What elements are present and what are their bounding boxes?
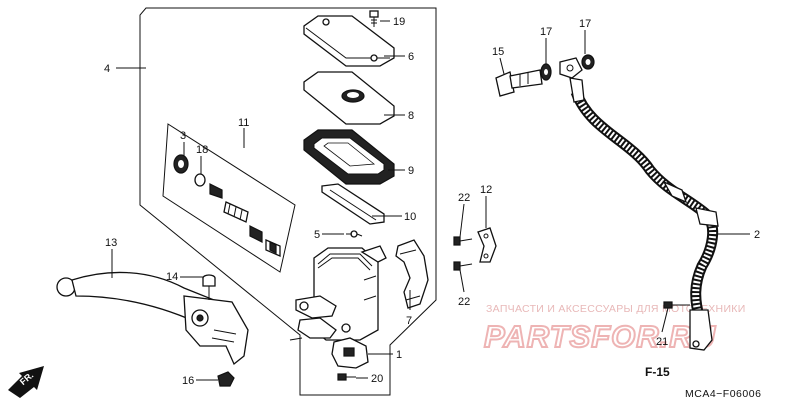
assembly-outline <box>139 7 437 396</box>
callout-5: 5 <box>314 229 320 241</box>
callout-15: 15 <box>492 46 504 58</box>
callout-numbers: 4 19 6 8 9 10 5 7 1 20 11 3 18 13 14 16 … <box>104 16 760 387</box>
switch-screw <box>337 373 356 381</box>
cap-screw <box>369 10 379 27</box>
sealing-washer-left <box>540 63 552 81</box>
callout-12: 12 <box>480 184 492 196</box>
brake-lever <box>56 271 249 366</box>
callout-22-upper: 22 <box>458 192 470 204</box>
float-plate <box>321 183 385 225</box>
callout-2: 2 <box>754 229 760 241</box>
sealing-washer-right <box>581 54 595 70</box>
callout-7: 7 <box>406 315 412 327</box>
clamp-holder <box>395 239 429 309</box>
watermark-logo-text: PARTSFOR.RU <box>484 319 717 354</box>
watermark-tagline: ЗАПЧАСТИ И АКСЕССУАРЫ ДЛЯ МОТОТЕХНИКИ <box>486 303 746 315</box>
small-screw <box>346 230 363 238</box>
section-reference: F-15 <box>645 365 670 379</box>
callout-17-right: 17 <box>579 18 591 30</box>
callout-19: 19 <box>393 16 405 28</box>
diaphragm <box>303 129 395 185</box>
brake-hose <box>559 57 719 351</box>
callout-9: 9 <box>408 165 414 177</box>
callout-6: 6 <box>408 51 414 63</box>
leader-lines <box>111 20 750 381</box>
banjo-bolt <box>495 69 543 97</box>
clamp-bolt-lower <box>453 261 473 271</box>
callout-18: 18 <box>196 144 208 156</box>
callout-20: 20 <box>371 373 383 385</box>
reservoir-cap <box>303 15 395 67</box>
piston-kit <box>173 154 281 257</box>
piston-kit-outline <box>162 123 296 273</box>
callout-22-lower: 22 <box>458 296 470 308</box>
brake-light-switch <box>331 337 380 369</box>
front-direction-arrow: FR. <box>8 366 44 398</box>
callout-21: 21 <box>656 336 668 348</box>
diaphragm-plate <box>303 71 395 125</box>
callout-11: 11 <box>238 117 249 129</box>
callout-16: 16 <box>182 375 194 387</box>
callout-10: 10 <box>404 211 416 223</box>
callout-1: 1 <box>396 349 402 361</box>
callout-3: 3 <box>180 130 186 142</box>
clamp-bolt-upper <box>453 236 473 246</box>
drawing-code: MCA4−F06006 <box>685 388 761 400</box>
pivot-bolt <box>202 274 216 300</box>
callout-17-left: 17 <box>540 26 552 38</box>
callout-14: 14 <box>166 271 178 283</box>
hose-clamp <box>477 227 497 263</box>
callout-4: 4 <box>104 63 110 75</box>
master-cylinder-body <box>295 245 387 341</box>
watermark: ЗАПЧАСТИ И АКСЕССУАРЫ ДЛЯ МОТОТЕХНИКИ PA… <box>483 303 746 355</box>
callout-13: 13 <box>105 237 117 249</box>
callout-8: 8 <box>408 110 414 122</box>
pivot-nut <box>217 371 235 387</box>
